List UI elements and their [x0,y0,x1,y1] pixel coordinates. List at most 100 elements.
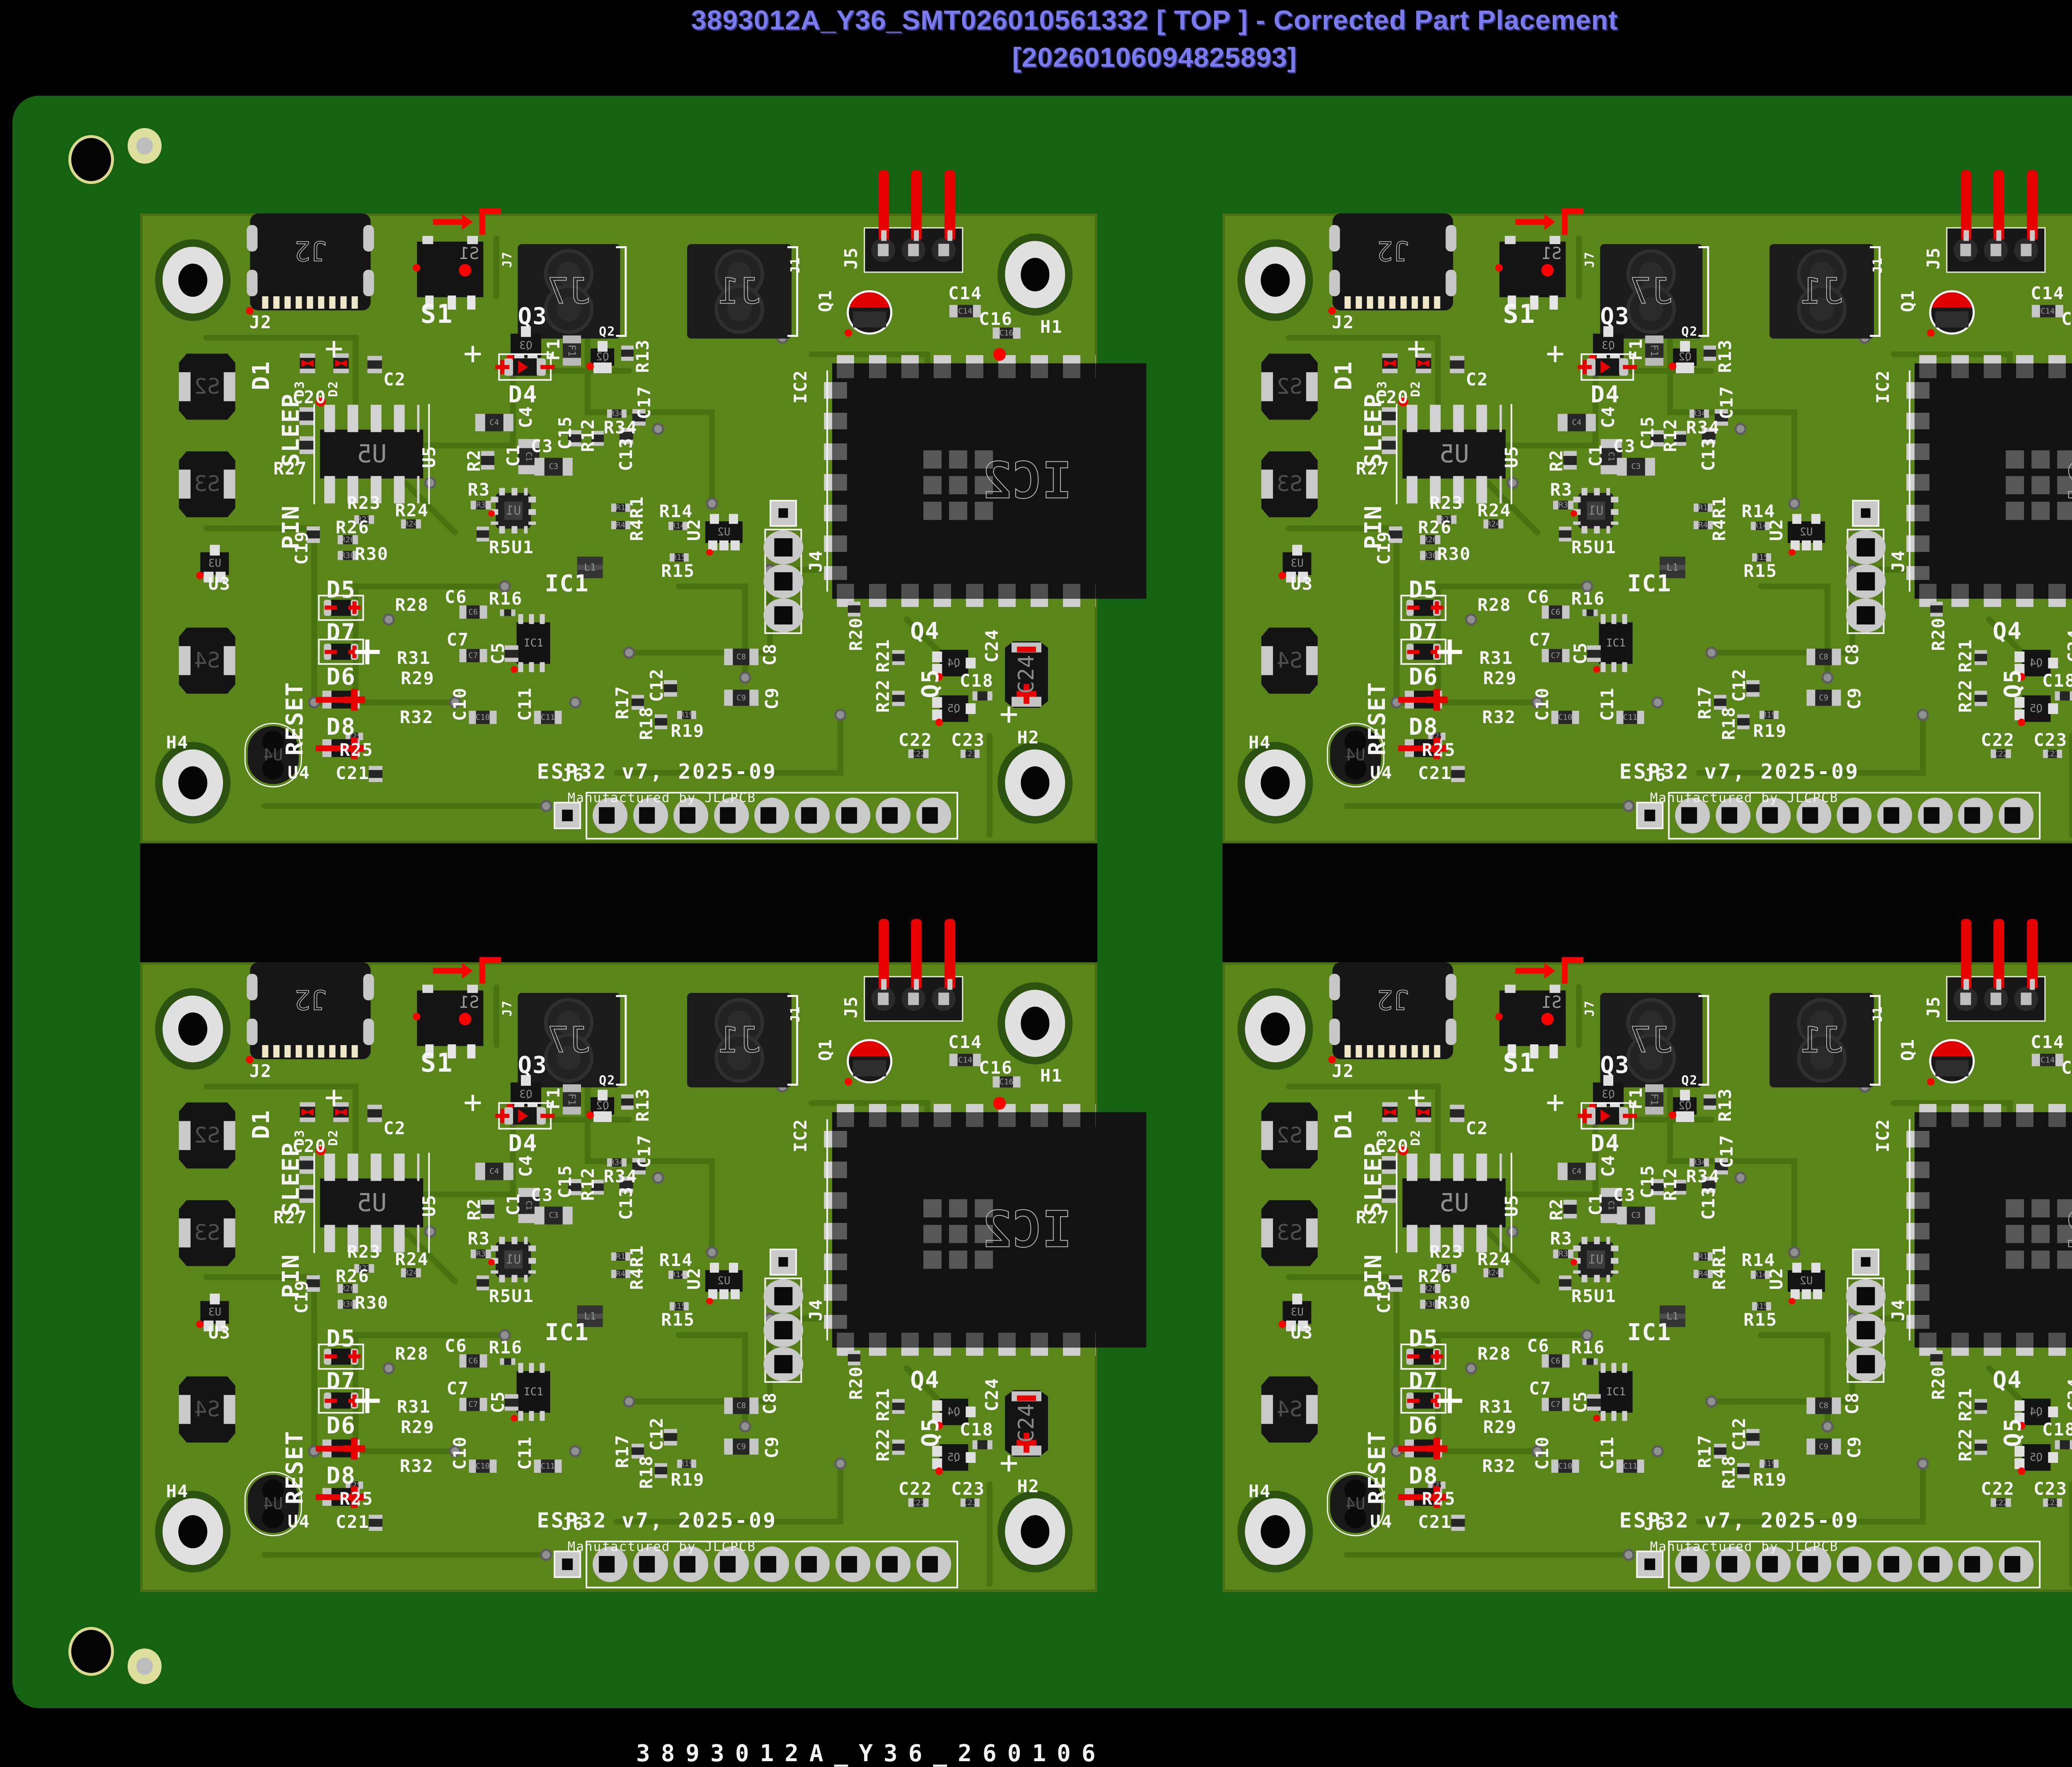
silk-label-D2: D2 [326,1129,341,1146]
part-J7: J7 [1600,244,1709,339]
part-R18 [654,1463,667,1478]
silk-label-R3: R3 [467,1228,491,1249]
part-R5 [1559,1275,1571,1290]
silk-label-J7: J7 [500,1000,515,1017]
silk-label-R20: R20 [1928,1366,1949,1400]
silk-label-R16: R16 [489,1337,523,1358]
part-R17 [1714,1443,1727,1459]
silk-label-R15: R15 [661,1310,695,1330]
part-S2: S2 [1261,1102,1318,1169]
silk-label-R26: R26 [335,1266,370,1287]
part-C5 [505,645,518,662]
part-C9: C9 [724,1438,759,1455]
part-R1: R1 [611,503,630,512]
part-J2: J2 [1328,962,1457,1064]
silk-label-C4: C4 [1598,1154,1618,1177]
silk-label-R25: R25 [1422,1489,1456,1509]
part-IC1: IC1 [516,1363,550,1421]
part-J5-wire-2 [911,919,922,990]
silk-label-R34: R34 [603,417,638,438]
silk-label-D1: D1 [1330,1109,1358,1139]
silk-label-R15: R15 [1743,561,1778,581]
silk-label-C13: C13 [616,437,637,471]
silk-label-F1: F1 [1625,338,1646,361]
silk-plus-h2: + [999,695,1019,732]
pcb-panel: 3893012A_Y36_260106 [12,96,2072,1767]
silk-label-C23: C23 [2033,729,2068,750]
silk-label-H1: H1 [1040,316,1063,337]
part-R19: R19 [1759,711,1779,719]
part-D2 [333,1102,349,1123]
part-D5 [318,594,364,621]
silk-label-C15: C15 [1637,1164,1658,1198]
silk-label-IC1: IC1 [1627,570,1672,597]
part-R5 [476,1275,489,1290]
silk-label-R14: R14 [659,501,693,521]
part-J4-pad [1852,499,1880,527]
part-R14: R14 [1751,1271,1770,1279]
silk-label-C24: C24 [2064,1377,2072,1411]
silk-label-R19: R19 [1753,721,1787,741]
part-R12 [1674,431,1687,446]
silk-label-D6: D6 [326,663,356,690]
part-C10: C10 [1551,711,1579,724]
fiducial-mark [128,128,162,164]
silk-label-R19: R19 [1753,1469,1787,1490]
part-R2 [481,451,494,470]
part-R21 [892,1399,905,1414]
silk-label-J2: J2 [249,1060,272,1081]
silk-label-J6: J6 [1644,1513,1667,1534]
silk-label-C6: C6 [1527,1335,1550,1356]
silk-label-C2: C2 [383,1118,406,1139]
part-D7 [318,1387,380,1414]
part-C6: C6 [1542,605,1570,619]
silk-label-D8: D8 [1409,1462,1438,1490]
part-U3: U3 [1278,1293,1312,1331]
board-parts: J2S1J7J1C14C16IC2S2S3S4U3U5R23R24R26R30C… [1222,919,2072,1592]
part-U2-dot [1789,1298,1796,1305]
silk-label-C13: C13 [616,1186,637,1220]
silk-label-R13: R13 [1714,339,1735,373]
silk-label-F1: F1 [543,1087,564,1110]
silk-label-R22: R22 [872,1428,893,1462]
silk-label-C9: C9 [1844,687,1864,710]
part-U2-dot [706,1298,713,1305]
part-J2: J2 [246,962,374,1064]
silk-label-C17: C17 [1716,1134,1737,1168]
board-top-right: J2S1J7J1C14C16IC2S2S3S4U3U5R23R24R26R30C… [1222,170,2072,843]
silk-label-Q5: Q5 [917,668,944,698]
part-L1: L1 [577,1305,603,1327]
part-C20a [1382,1156,1397,1174]
part-C19 [306,1275,320,1292]
part-C24: C24 [1005,641,1048,708]
silk-label-U3: U3 [1290,1322,1314,1343]
tooling-hole [68,1627,114,1676]
silk-label-C3: C3 [530,436,554,457]
part-J5-wire-2 [1993,170,2004,241]
silk-label-R29: R29 [400,1416,435,1437]
silk-label-C16: C16 [979,1058,1013,1078]
part-R18 [1737,714,1750,729]
silk-label-C19: C19 [291,1280,312,1314]
part-C5 [1587,1394,1601,1411]
silk-label-IC1: IC1 [545,1319,589,1346]
part-C9: C9 [724,690,759,706]
silk-label-C12: C12 [646,668,667,702]
part-U1: U1 [491,1237,536,1282]
silk-label-J2: J2 [1331,312,1355,332]
board-bottom-right: J2S1J7J1C14C16IC2S2S3S4U3U5R23R24R26R30C… [1222,919,2072,1592]
part-U1: U1 [1573,1237,1619,1282]
silk-label-D4: D4 [1590,381,1620,408]
render-title: 3893012A_Y36_SMT026010561332 [ TOP ] - C… [691,5,1618,35]
silk-label-C8: C8 [759,1392,780,1415]
part-R34: R34 [607,409,627,418]
board-parts: J2S1J7J1C14C16IC2S2S3S4U3U5R23R24R26R30C… [1222,170,2072,843]
part-U1-dot [488,510,495,517]
silk-label-D4: D4 [508,1130,538,1157]
part-Q1 [845,1038,892,1086]
silk-label-C18: C18 [2042,670,2072,691]
silk-label-R29: R29 [400,668,435,688]
part-C20b [1382,1185,1397,1203]
silk-label-C10: C10 [1532,687,1552,721]
